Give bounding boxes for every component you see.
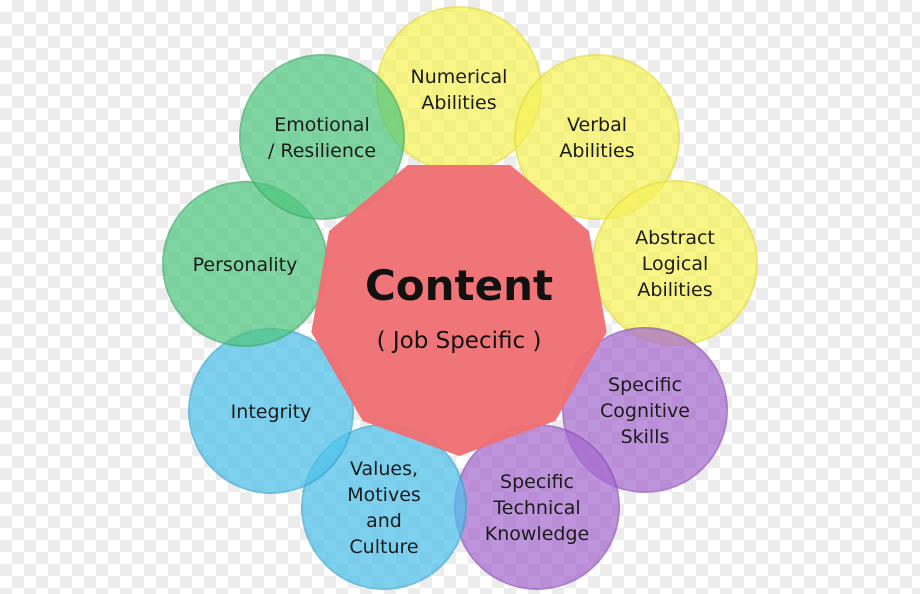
petal-label-line: Abstract [635,227,715,249]
center-node: Content ( Job Specific ) [311,165,607,456]
petal-emotional-resilience [239,54,405,220]
petal-label-line: / Resilience [268,140,376,162]
petal-label-line: Integrity [231,401,312,423]
petal-label-line: Skills [621,426,670,448]
petal-label-line: Emotional [274,114,369,136]
petal-label-line: Abilities [637,279,712,301]
petal-label-line: Values, [350,458,418,480]
petal-specific-cognitive-skills [562,327,728,493]
petal-label-line: Specific [500,471,574,493]
petal-label-line: Abilities [559,140,634,162]
petal-label-line: Verbal [567,114,627,136]
petal-label-line: and [366,510,402,532]
petal-label-integrity: Integrity [231,401,312,423]
petal-label-emotional-resilience: Emotional / Resilience [268,114,376,162]
petal-label-line: Logical [642,253,709,275]
petal-verbal-abilities [514,54,680,220]
petal-label-line: Technical [492,497,580,519]
center-title: Content [365,261,553,310]
petal-circles [162,6,758,590]
petal-label-line: Motives [347,484,421,506]
petal-label-line: Abilities [421,92,496,114]
petal-label-line: Knowledge [485,523,589,545]
petal-label-line: Culture [349,536,418,558]
petal-label-personality: Personality [193,254,298,276]
petal-label-line: Specific [608,374,682,396]
petal-label-line: Numerical [411,66,508,88]
petal-label-line: Personality [193,254,298,276]
center-shape [311,165,607,456]
center-subtitle: ( Job Specific ) [377,328,542,354]
petal-label-line: Cognitive [600,400,690,422]
